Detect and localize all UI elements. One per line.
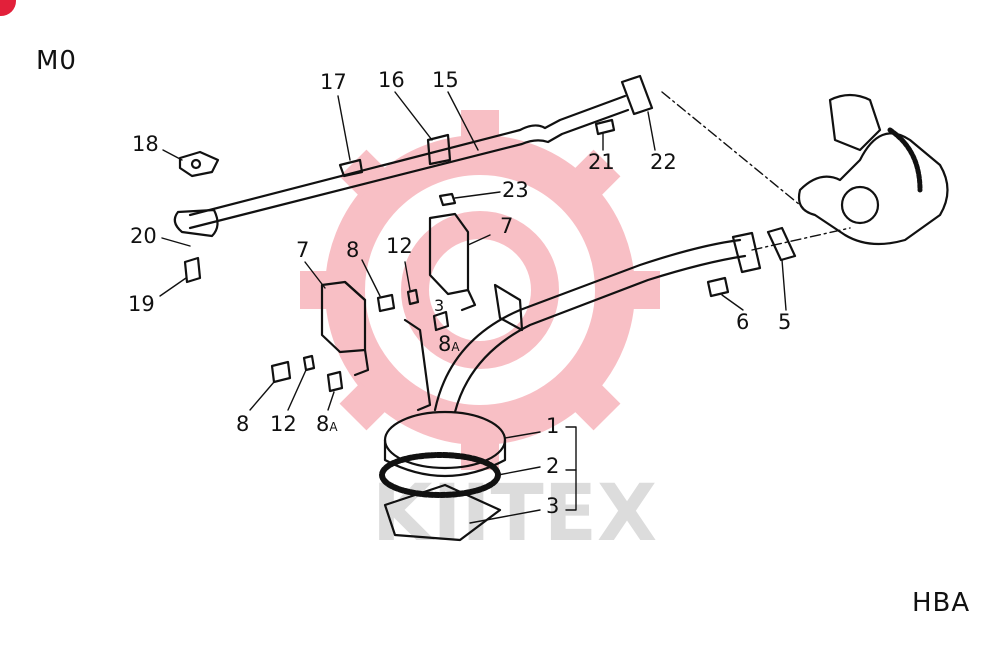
part-label-3: 3: [546, 494, 560, 518]
part-label-17: 17: [320, 70, 347, 94]
drawing-lines: [159, 74, 949, 542]
part-label-22: 22: [650, 150, 677, 174]
part-label-20: 20: [130, 224, 157, 248]
part-label-6: 6: [736, 310, 750, 334]
part-label-19: 19: [128, 292, 155, 316]
part-label-16: 16: [378, 68, 405, 92]
part-label-1: 1: [546, 414, 560, 438]
part-label-7-left: 7: [296, 238, 310, 262]
model-code: M0: [36, 46, 77, 76]
part-label-12-upper: 12: [386, 234, 413, 258]
part-label-3-small: 3: [434, 296, 445, 315]
part-label-21: 21: [588, 150, 615, 174]
part-label-5: 5: [778, 310, 792, 334]
part-label-23: 23: [502, 178, 529, 202]
part-label-8-lower: 8: [236, 412, 250, 436]
watermark-text: KIITEX: [372, 469, 657, 559]
part-label-15: 15: [432, 68, 459, 92]
part-label-8a-upper: 8A: [438, 332, 460, 356]
part-label-8-upper: 8: [346, 238, 360, 262]
part-label-7-right: 7: [500, 214, 514, 238]
part-label-12-lower: 12: [270, 412, 297, 436]
part-label-2: 2: [546, 454, 560, 478]
part-label-8a-lower: 8A: [316, 412, 338, 436]
section-code: HBA: [912, 588, 971, 618]
part-label-18: 18: [132, 132, 159, 156]
